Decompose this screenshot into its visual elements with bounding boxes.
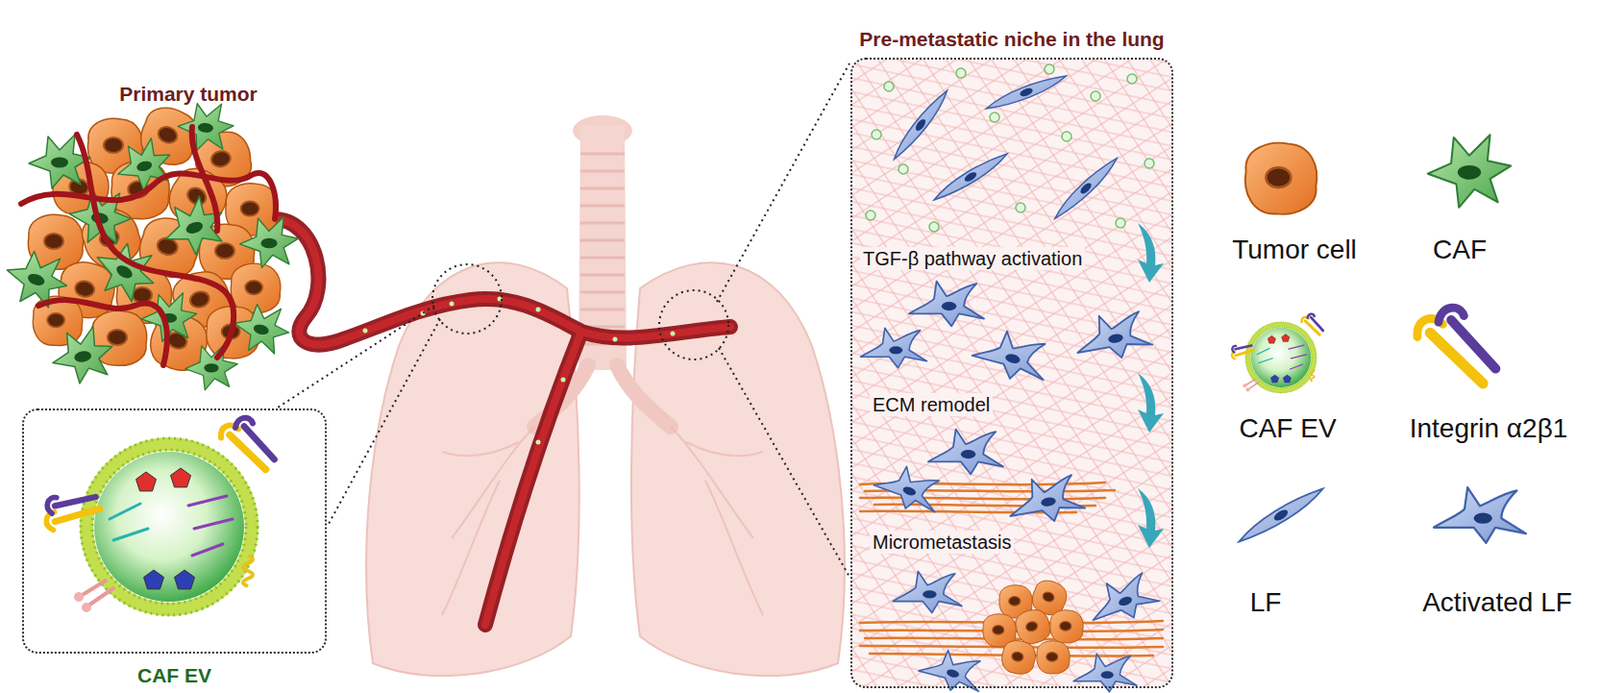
panel-heading: Pre-metastatic niche in the lung <box>859 26 1164 51</box>
inset-heading: CAF EV <box>137 663 212 688</box>
niche-illustration-part <box>909 281 985 327</box>
niche-illustration-part <box>1050 610 1084 643</box>
niche-illustration-part-part <box>989 112 1000 123</box>
primary-tumor <box>0 99 298 390</box>
niche-illustration-part-part <box>1061 131 1072 142</box>
legend-label: Integrin α2β1 <box>1409 412 1569 445</box>
legend-icons-part <box>1238 488 1323 542</box>
niche-illustration-part <box>928 429 1004 475</box>
blood-vessel-part-part <box>670 331 676 337</box>
legend-icons-part <box>1417 307 1497 384</box>
lungs-part <box>631 262 845 676</box>
tumor-label: Primary tumor <box>119 81 258 106</box>
blood-vessel-part-part <box>561 377 567 383</box>
niche-illustration-part <box>968 323 1053 387</box>
niche-illustration-part <box>999 638 1038 677</box>
niche-illustration-part <box>1083 567 1162 631</box>
niche-illustration-part <box>852 59 1172 687</box>
niche-illustration-part <box>1073 653 1137 692</box>
niche-illustration-part-part <box>1015 202 1026 213</box>
caf-ev-inset-drawing-part <box>24 410 325 652</box>
niche-illustration-part <box>1045 158 1127 220</box>
niche-illustration <box>852 59 1172 693</box>
blood-vessel-part <box>273 219 731 625</box>
stage-label: Micrometastasis <box>869 530 1014 554</box>
primary-tumor-part <box>175 99 236 153</box>
lungs-part <box>580 153 625 345</box>
legend-icons-part <box>1427 134 1511 208</box>
callout-leaders-part <box>716 63 850 302</box>
legend-label: CAF <box>1432 233 1487 267</box>
legend-label: LF <box>1250 586 1282 619</box>
niche-illustration-part-part <box>884 81 894 92</box>
niche-illustration-part <box>934 153 1008 200</box>
niche-illustration-part-part <box>956 68 966 78</box>
legend-icons-part <box>1228 314 1324 394</box>
niche-illustration-part <box>1036 640 1070 674</box>
primary-tumor-part <box>228 297 296 360</box>
caf-ev-inset-drawing-part <box>37 418 275 616</box>
niche-illustration-part-part <box>871 129 882 140</box>
niche-illustration-part <box>1072 307 1155 366</box>
blood-vessel-part <box>363 296 676 445</box>
blood-vessel-part-part <box>536 440 542 445</box>
blood-vessel-part-part <box>536 307 542 313</box>
legend-icons <box>1228 134 1527 543</box>
legend-label: CAF EV <box>1238 412 1336 445</box>
niche-illustration-part-part <box>1144 158 1155 169</box>
callout-leaders-part <box>718 347 850 577</box>
blood-vessel <box>273 219 731 625</box>
niche-illustration-part <box>985 63 1066 122</box>
stage-label: ECM remodel <box>869 393 993 417</box>
niche-illustration-part <box>1137 222 1164 283</box>
niche-illustration-part-part <box>898 164 909 174</box>
niche-illustration-part <box>1137 372 1164 433</box>
niche-illustration-part-part <box>1127 73 1137 84</box>
primary-tumor-part <box>230 263 281 313</box>
primary-tumor-part <box>185 344 238 391</box>
caf-ev-inset-drawing <box>24 410 325 652</box>
primary-tumor-part <box>240 216 299 268</box>
blood-vessel-part <box>273 219 731 625</box>
niche-panel: Pre-metastatic niche in the lungTGF-β pa… <box>850 57 1174 689</box>
niche-illustration-part-part <box>1090 91 1101 101</box>
niche-illustration-part <box>870 458 947 519</box>
inset-box: CAF EV <box>22 408 327 654</box>
blood-vessel-part-part <box>613 337 618 343</box>
callout-leaders-part <box>328 319 441 524</box>
callout-leaders-part <box>432 264 502 334</box>
niche-illustration-part-part <box>860 497 1106 500</box>
primary-tumor-part <box>48 323 119 388</box>
niche-illustration-part <box>878 90 963 159</box>
niche-illustration-part-part <box>929 221 939 232</box>
niche-illustration-part <box>1005 470 1087 529</box>
legend-icons-part <box>1433 487 1527 543</box>
callout-leaders-part <box>274 305 435 410</box>
niche-illustration-part-part <box>865 210 876 221</box>
callout-leaders <box>274 63 850 577</box>
niche-illustration-part <box>915 643 987 693</box>
niche-illustration-part-part <box>1115 218 1126 228</box>
niche-illustration-part <box>861 327 928 368</box>
legend-label: Tumor cell <box>1231 233 1357 267</box>
stage-label: TGF-β pathway activation <box>860 246 1085 271</box>
legend-icons-part <box>1245 143 1317 215</box>
blood-vessel-part-part <box>363 328 369 334</box>
legend-label: Activated LF <box>1422 586 1573 619</box>
blood-vessel-part-part <box>449 301 455 307</box>
niche-illustration-part <box>1137 488 1164 548</box>
primary-tumor-part <box>155 191 232 264</box>
niche-illustration-part <box>865 64 1155 232</box>
niche-illustration-part <box>852 59 1172 687</box>
niche-illustration-part <box>892 570 962 613</box>
primary-tumor-part <box>21 126 276 366</box>
niche-illustration-part-part <box>1044 64 1055 74</box>
primary-tumor-part <box>111 134 178 197</box>
